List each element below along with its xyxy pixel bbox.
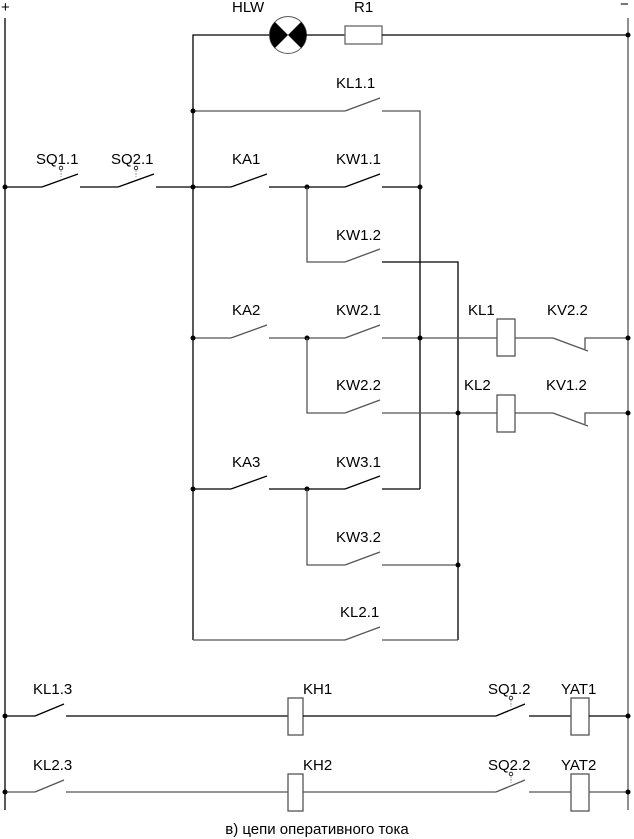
kw2-2-label: KW2.2 [336,377,381,394]
resistor-label: R1 [354,0,373,16]
ka3-label: KA3 [232,454,260,471]
kw2-1-label: KW2.1 [336,302,381,319]
sq1-2-label: SQ1.2 [488,681,531,698]
sq1-2-actuator-icon [508,695,514,701]
kh2-label: KH2 [303,757,332,774]
kl1-coil-icon [496,318,516,357]
plus-bus-label: + [1,0,10,16]
kh2-coil-icon [287,773,304,812]
lamp-label: HLW [232,0,265,16]
kw3-1-label: KW3.1 [336,454,381,471]
kl1-1-label: KL1.1 [336,75,375,92]
row-ka1: SQ1.1 SQ2.1 KA1 KW1.1 [2,151,423,190]
yat2-label: YAT2 [561,757,596,774]
kl2-label: KL2 [464,377,491,394]
kh1-label: KH1 [303,681,332,698]
kl2-1-row: KL2.1 [193,604,458,641]
kw1-1-label: KW1.1 [336,151,381,168]
minus-bus-label: − [620,0,629,13]
kv2-2-label: KV2.2 [547,302,588,319]
kv2-2-nc-contact-icon [552,337,589,352]
kl2-coil-icon [496,394,516,433]
kw1-2-label: KW1.2 [336,227,381,244]
sq2-2-actuator-icon [508,771,514,777]
yat1-coil-icon [570,697,590,736]
yat2-coil-icon [570,773,590,812]
kw1-2-branch: KW1.2 [306,187,459,640]
kw3-2-label: KW3.2 [336,529,381,546]
row-ka2: KA2 KW2.1 KL1 KV2.2 [190,302,631,357]
kv1-2-label: KV1.2 [546,377,587,394]
kv1-2-nc-contact-icon [552,412,589,427]
kl2-1-label: KL2.1 [340,604,379,621]
kl2-3-label: KL2.3 [33,757,72,774]
yat1-label: YAT1 [561,681,596,698]
resistor-r1-icon [344,25,383,45]
kw3-2-branch: KW3.2 [306,489,461,568]
sq1-1-actuator-icon [58,165,64,171]
ka1-label: KA1 [232,151,260,168]
ka2-label: KA2 [232,302,260,319]
diagram-caption: в) цепи оперативного тока [225,821,409,838]
row-ka3: KA3 KW3.1 [190,454,420,492]
sq2-2-label: SQ2.2 [488,757,531,774]
lamp-hlw-icon [269,16,307,54]
kl1-label: KL1 [468,302,495,319]
row-kw2-2: KW2.2 KL2 KV1.2 [306,338,631,433]
kh1-coil-icon [287,697,304,736]
sq2-1-label: SQ2.1 [111,151,154,168]
lamp-row: HLW R1 [192,0,631,640]
trip-circuit-1: KL1.3 KH1 SQ1.2 YAT1 [2,681,631,736]
trip-circuit-2: KL2.3 KH2 SQ2.2 YAT2 [2,757,631,812]
kl1-1-row: KL1.1 [190,75,421,187]
sq2-1-actuator-icon [133,165,139,171]
kl1-3-label: KL1.3 [33,681,72,698]
sq1-1-label: SQ1.1 [36,151,79,168]
